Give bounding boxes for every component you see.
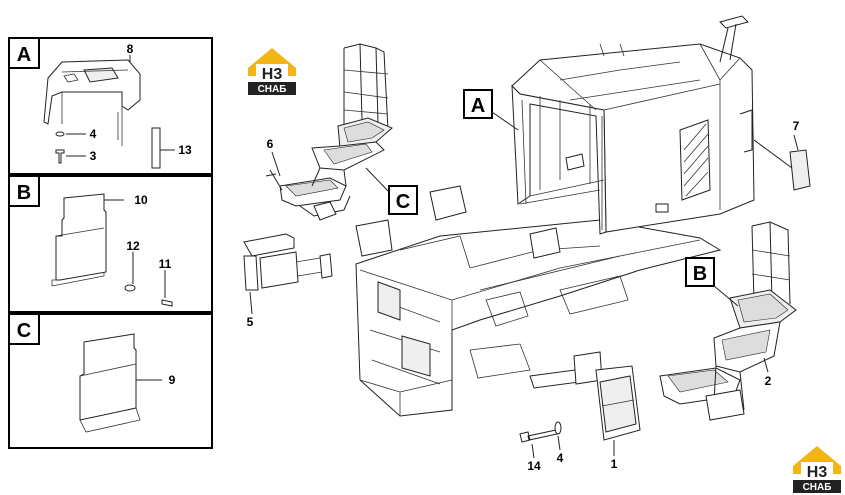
washer-part [55, 131, 65, 137]
plate-9-part [79, 333, 141, 433]
svg-text:C: C [396, 191, 410, 213]
strip-13-part [151, 127, 161, 169]
ladder-c [265, 43, 393, 221]
panel-b-letter: B [17, 182, 31, 204]
label-part-1: 1 [611, 457, 618, 471]
cap-7-part [789, 149, 811, 191]
bolt-14-part [519, 429, 558, 443]
roof-cover-part [43, 59, 141, 146]
step-5-part [243, 233, 333, 291]
cab [511, 15, 755, 235]
panel-a-letter: A [17, 44, 31, 66]
chassis-frame [355, 185, 722, 417]
brand-logo-bottom: H3 CHAБ [793, 446, 841, 493]
bolt-part [55, 149, 65, 164]
panel-a-part-8: 8 [127, 42, 134, 56]
callout-a: A [463, 89, 519, 131]
panel-c: C 9 [8, 313, 213, 449]
step-1-part [529, 351, 641, 441]
panel-b: B 10 12 11 [8, 175, 213, 313]
panel-b-letter-box [8, 175, 40, 207]
panel-a-letter-box [8, 37, 40, 69]
plate-10-part [51, 193, 107, 287]
label-part-2: 2 [765, 374, 772, 388]
panel-b-part-10: 10 [134, 193, 148, 207]
panel-c-part-9: 9 [169, 373, 176, 387]
callout-b: B [685, 257, 739, 307]
panel-b-part-12: 12 [126, 239, 140, 253]
washer-12-part [124, 284, 136, 292]
label-part-6: 6 [267, 137, 274, 151]
logo-top-text: H3 [262, 66, 283, 83]
panel-c-letter-box [8, 313, 40, 345]
label-part-14: 14 [527, 459, 541, 473]
logo-top-subtext: CHAБ [258, 84, 287, 95]
logo-bottom-subtext: CHAБ [803, 482, 832, 493]
label-part-7: 7 [793, 119, 800, 133]
label-part-4-main: 4 [557, 451, 564, 465]
cab-vent-louver [679, 119, 711, 201]
bolt-11-part [161, 299, 173, 307]
panel-b-part-11: 11 [159, 257, 172, 271]
svg-text:B: B [693, 263, 707, 285]
label-part-5: 5 [247, 315, 254, 329]
svg-text:A: A [471, 95, 485, 117]
panel-c-letter: C [17, 320, 31, 342]
panel-a-part-4: 4 [90, 127, 97, 141]
panel-a-part-13: 13 [178, 143, 192, 157]
washer-4-part [554, 421, 562, 435]
logo-bottom-text: H3 [807, 464, 828, 481]
ladder-b [659, 221, 797, 421]
panel-a: A 8 4 3 13 [8, 37, 213, 175]
panel-a-part-3: 3 [90, 149, 97, 163]
brand-logo-top: H3 CHAБ [248, 48, 296, 95]
callout-c: C [365, 167, 418, 215]
